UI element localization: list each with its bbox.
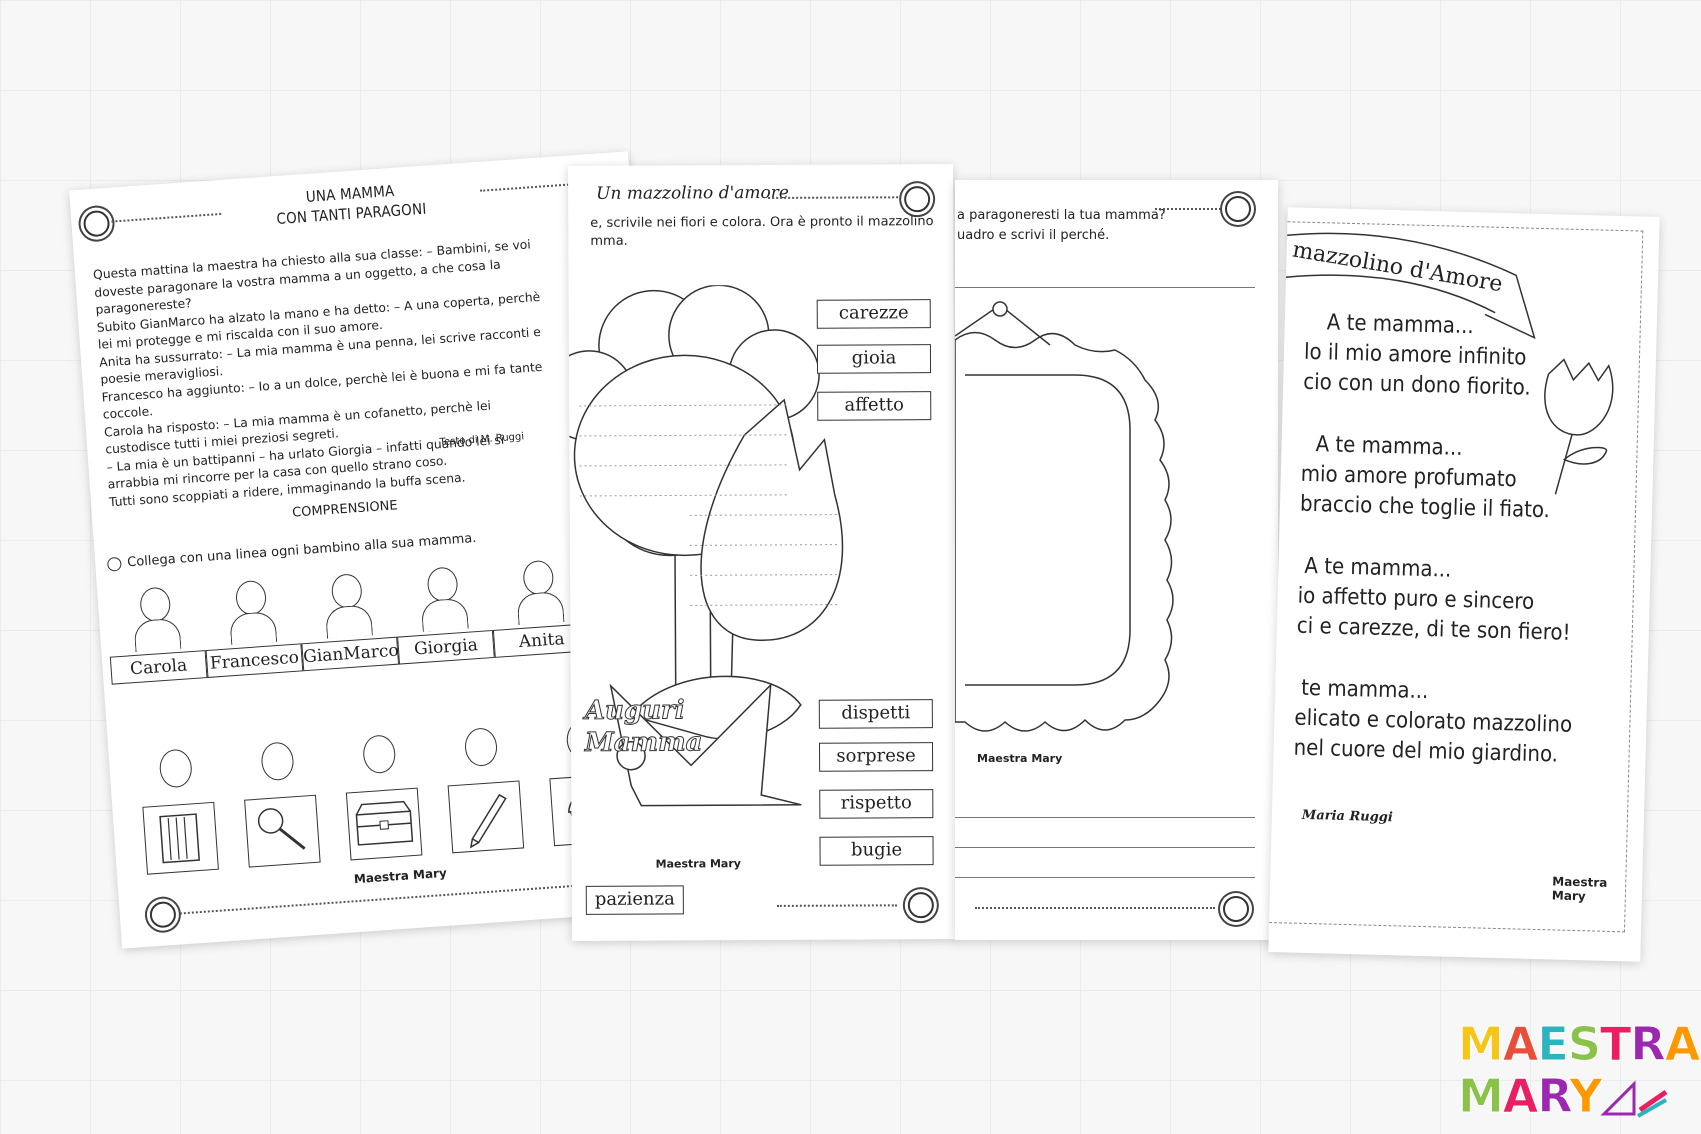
- worksheet-title: Un mazzolino d'amore: [596, 182, 789, 204]
- ruler-pencil-icon: [1600, 1080, 1668, 1118]
- blanket-icon: [159, 813, 200, 864]
- dotted-border: [776, 904, 897, 907]
- maestra-mary-brand-logo: MAESTRA MARY: [1458, 1017, 1701, 1128]
- word-box: sorprese: [818, 742, 934, 772]
- brand-logo-line2: MARY: [1458, 1069, 1688, 1123]
- word-box: affetto: [817, 391, 932, 421]
- child-name-giorgia: Giorgia: [397, 629, 495, 665]
- instruction-text: uadro e scrivi il perché.: [957, 228, 1110, 243]
- mom-drawing: [338, 732, 427, 867]
- child-drawing: [221, 575, 282, 647]
- word-box: bugie: [819, 836, 934, 866]
- maestra-mary-logo: Maestra Mary: [977, 752, 1063, 765]
- brand-logo-line1: MAESTRA: [1458, 1017, 1701, 1071]
- child-drawing: [412, 562, 473, 634]
- mom-drawing: [236, 740, 325, 875]
- story-text: Questa mattina la maestra ha chiesto all…: [93, 235, 561, 511]
- ring-decoration: [149, 900, 177, 929]
- dotted-border: [768, 196, 899, 199]
- maestra-mary-logo: Maestra Mary: [1551, 874, 1608, 904]
- maestra-mary-logo: Maestra Mary: [655, 857, 741, 871]
- banner-ribbon: [1285, 232, 1536, 340]
- brand-letter: A: [1502, 1069, 1539, 1123]
- poem-signature: Maria Ruggi: [1301, 807, 1394, 826]
- poem-stanza: te mamma... elicato e colorato mazzolino…: [1293, 674, 1573, 771]
- word-box: carezze: [816, 299, 931, 329]
- magnifier-icon: [257, 808, 306, 850]
- ring-decoration: [1223, 896, 1249, 922]
- dotted-border: [480, 182, 581, 192]
- poem-line: cio con un dono fiorito.: [1302, 369, 1532, 401]
- poem-stanza: A te mamma... mio amore profumato bracci…: [1300, 430, 1552, 527]
- brand-letter: E: [1537, 1017, 1569, 1071]
- spiral-icon: [106, 556, 122, 572]
- worksheet-paragone: a paragoneresti la tua mamma? uadro e sc…: [955, 180, 1278, 940]
- bouquet-label: Mamma: [584, 727, 703, 759]
- dotted-border: [1155, 208, 1225, 210]
- instruction-line: mma.: [590, 233, 628, 249]
- brand-letter: A: [1502, 1017, 1539, 1071]
- worksheet-mazzolino: Un mazzolino d'amore e, scrivile nei fio…: [567, 163, 958, 942]
- picture-frame-drawing: [955, 301, 1174, 732]
- brand-letter: Y: [1569, 1069, 1603, 1123]
- writing-line: [955, 287, 1255, 288]
- brand-letter: A: [1664, 1017, 1701, 1071]
- chest-icon: [355, 800, 414, 846]
- ring-decoration: [1225, 196, 1251, 222]
- poem-stanza: A te mamma... lo il mio amore infinito c…: [1303, 308, 1533, 404]
- brand-letter: R: [1630, 1017, 1666, 1071]
- child-name-gianmarco: GianMarco: [301, 636, 399, 672]
- section-title: COMPRENSIONE: [291, 498, 399, 521]
- child-drawing: [125, 582, 186, 654]
- maestra-mary-logo: Maestra Mary: [353, 865, 448, 887]
- child-drawing: [316, 568, 377, 640]
- writing-line: [955, 877, 1255, 878]
- mom-drawing: [440, 725, 529, 860]
- child-name-francesco: Francesco: [205, 643, 304, 678]
- brand-letter: M: [1458, 1069, 1505, 1123]
- poem-stanza: A te mamma... io affetto puro e sincero …: [1296, 552, 1572, 649]
- ring-decoration: [907, 892, 934, 919]
- writing-line: [955, 817, 1255, 818]
- tulip-drawing: [1544, 358, 1614, 495]
- brand-letter: R: [1537, 1069, 1571, 1123]
- brand-letter: M: [1458, 1017, 1505, 1071]
- instruction-line: e, scrivile nei fiori e colora. Ora è pr…: [590, 214, 934, 231]
- writing-line: [955, 847, 1255, 848]
- dotted-border: [179, 883, 589, 915]
- question-text: a paragoneresti la tua mamma?: [957, 208, 1166, 223]
- bouquet-label: Auguri: [584, 695, 685, 727]
- pen-icon: [469, 793, 507, 849]
- bouquet-drawing: [568, 284, 844, 807]
- mom-drawing: [135, 747, 224, 882]
- word-box: gioia: [816, 344, 932, 374]
- worksheet-poem: mazzolino d'Amore A te mamma... lo il mi…: [1268, 207, 1660, 962]
- child-name-carola: Carola: [109, 650, 208, 685]
- child-drawing: [508, 555, 569, 627]
- word-box: pazienza: [585, 885, 684, 915]
- ring-decoration: [82, 209, 111, 238]
- dotted-border: [111, 212, 222, 223]
- brand-letter: S: [1567, 1017, 1601, 1071]
- ring-decoration: [904, 186, 931, 213]
- word-box: dispetti: [818, 699, 933, 729]
- brand-letter: T: [1599, 1017, 1631, 1071]
- word-box: rispetto: [819, 789, 934, 819]
- dotted-border: [975, 907, 1215, 909]
